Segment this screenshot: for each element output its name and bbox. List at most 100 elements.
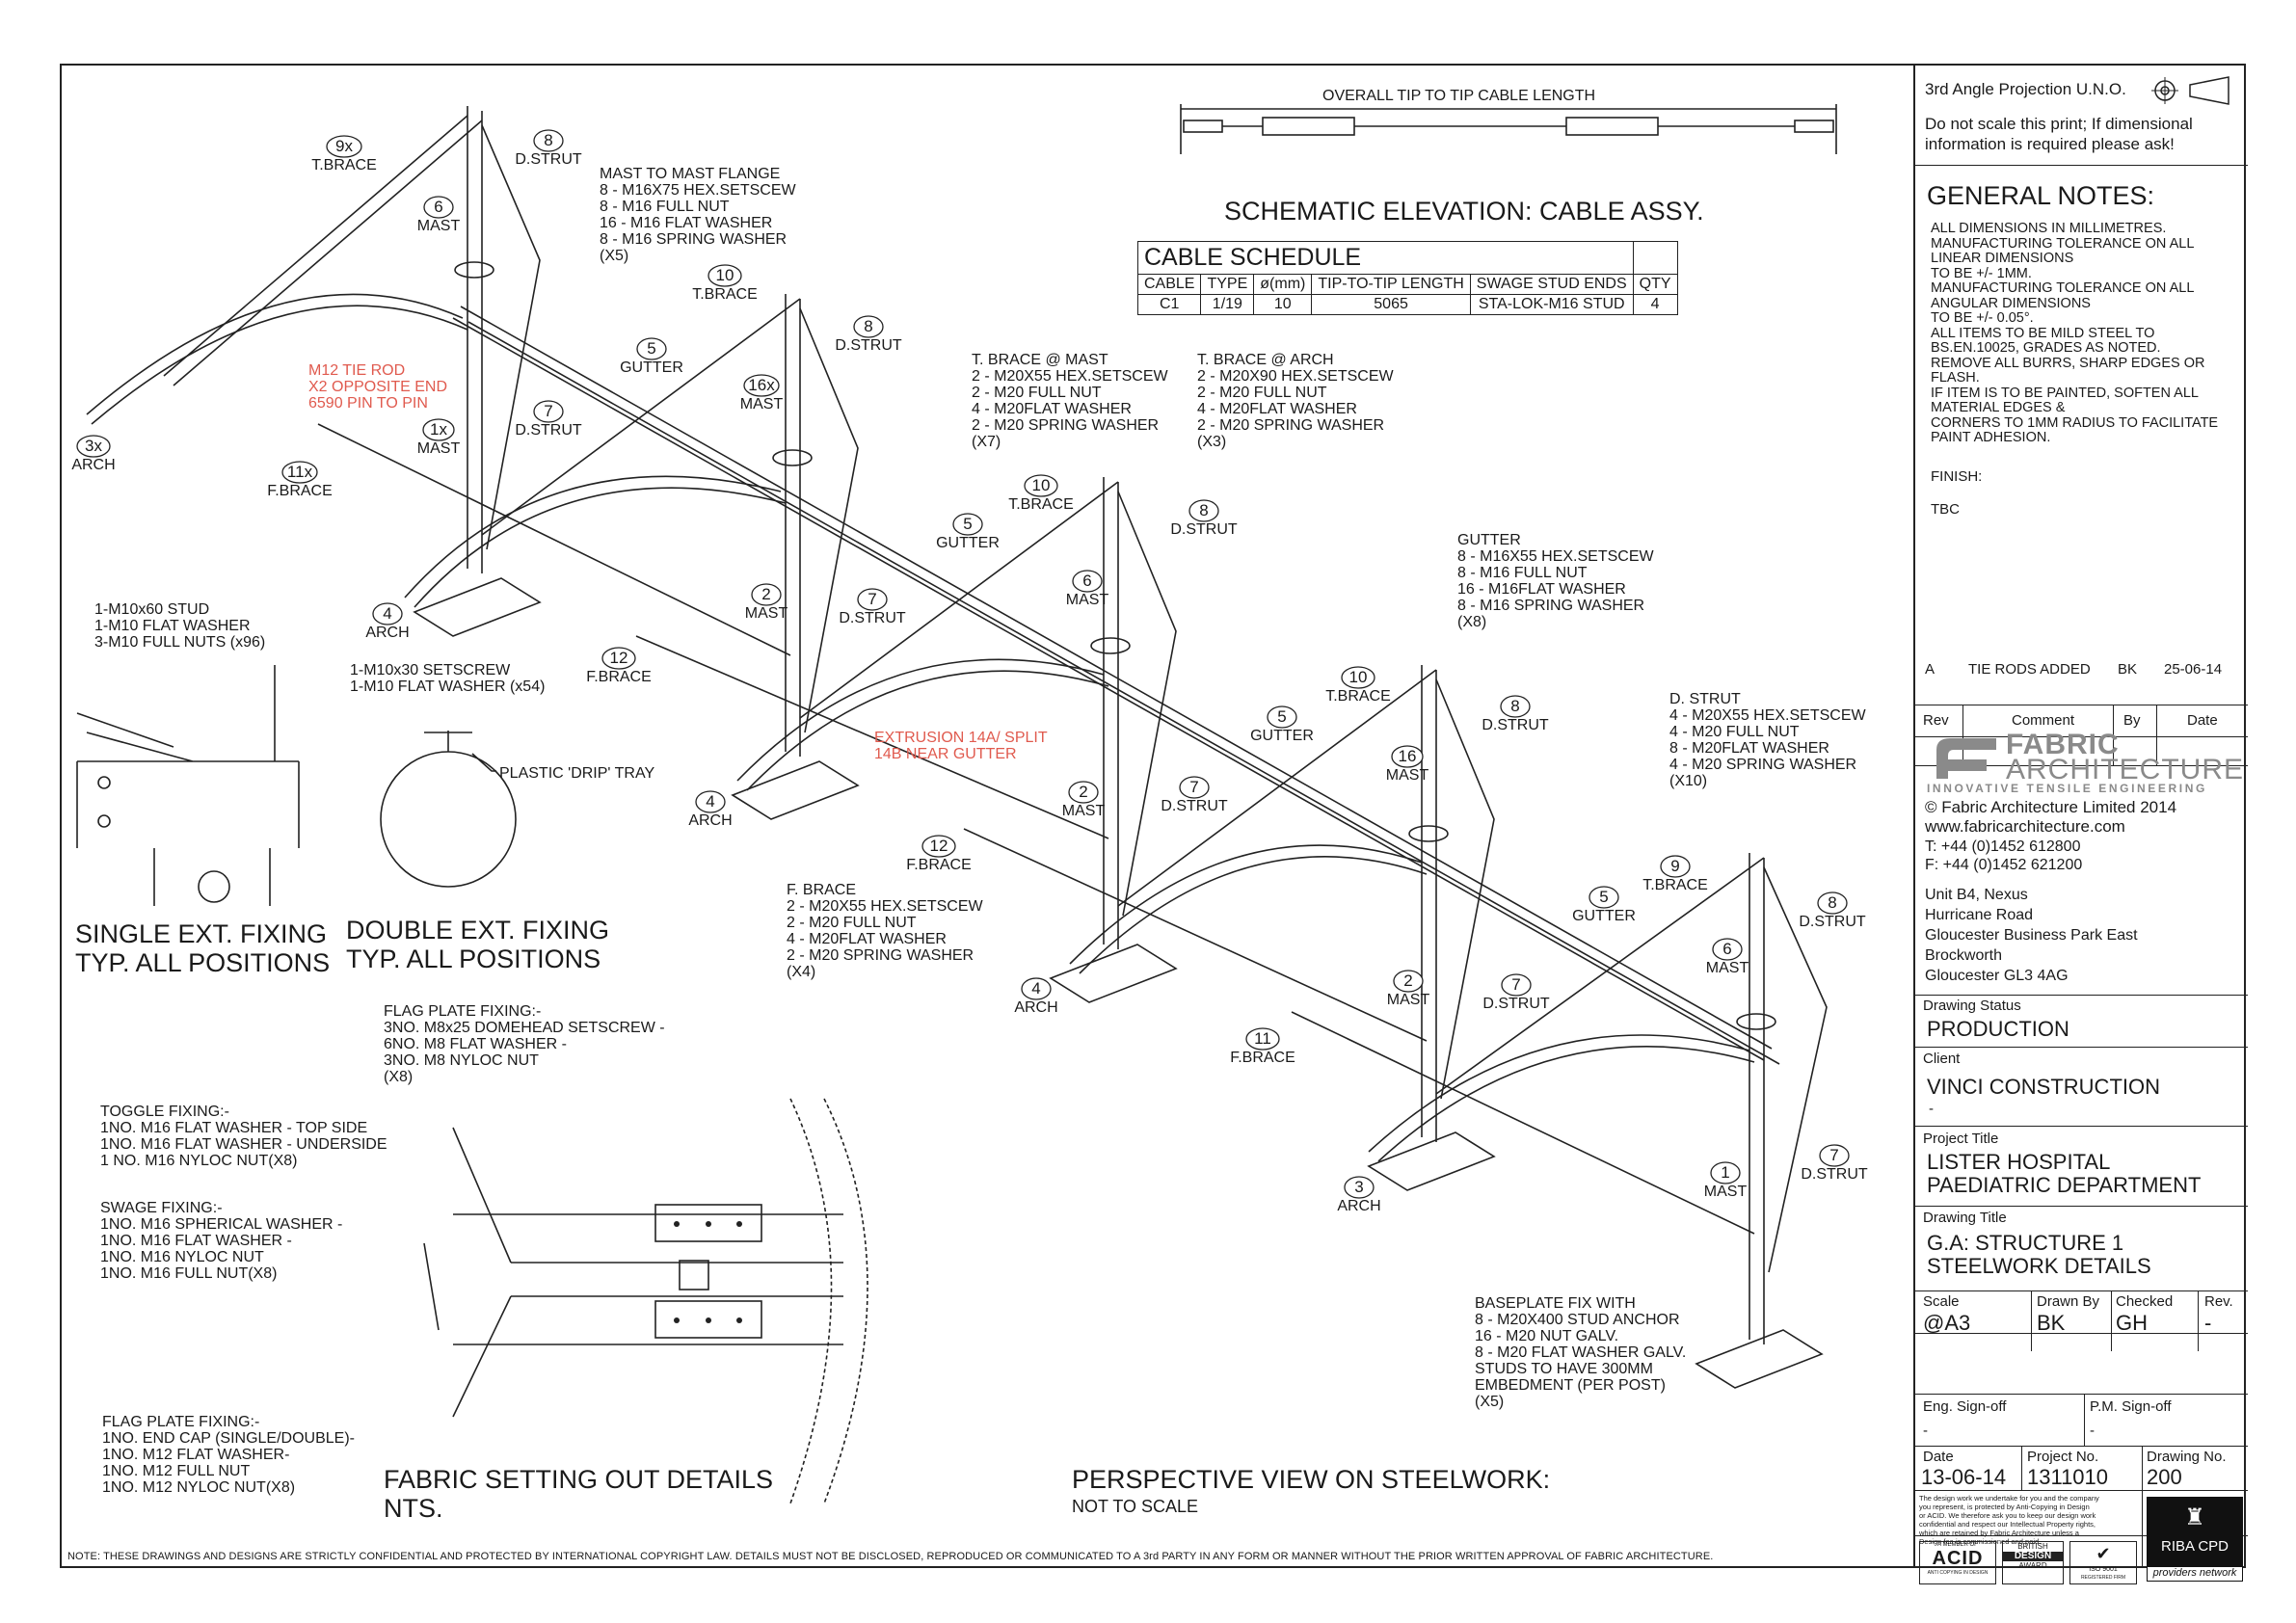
text-line: TO BE +/- 0.05°. xyxy=(1931,310,2034,326)
riba-line1: RIBA CPD xyxy=(2160,1538,2229,1555)
part-name: T.BRACE xyxy=(1008,496,1074,513)
text-line: IF ITEM IS TO BE PAINTED, SOFTEN ALL xyxy=(1931,385,2199,401)
finish-label: FINISH: xyxy=(1931,468,1983,485)
text-line: information is required please ask! xyxy=(1925,135,2175,153)
part-name: D.STRUT xyxy=(1482,717,1549,733)
part-number: 9 xyxy=(1670,857,1680,875)
text-line: 1-M10x60 STUD xyxy=(94,601,210,618)
iso-9001-badge: ✔ ISO 9001 REGISTERED FIRM xyxy=(2069,1541,2137,1584)
text-line: MANUFACTURING TOLERANCE ON ALL xyxy=(1931,235,2195,252)
pm-signoff-value: - xyxy=(2090,1423,2095,1439)
part-name: GUTTER xyxy=(620,359,683,376)
part-number: 5 xyxy=(1277,707,1287,726)
text-line: (x4) xyxy=(787,964,816,980)
pm-signoff-label: P.M. Sign-off xyxy=(2090,1398,2172,1415)
part-name: MAST xyxy=(739,396,784,412)
header-cell: TIP-TO-TIP LENGTH xyxy=(1311,274,1471,295)
part-name: T.BRACE xyxy=(311,157,377,173)
text-line: 6590 PIN TO PIN xyxy=(308,395,428,412)
text-line: Brockworth xyxy=(1925,947,2003,964)
part-number: 6 xyxy=(1082,572,1092,590)
part-number: 5 xyxy=(963,515,973,533)
acid-legal-text: The design work we undertake for you and… xyxy=(1919,1494,2136,1546)
revision-comment: TIE RODS ADDED xyxy=(1968,661,2091,678)
acid-badge-top: A MEMBER OF xyxy=(1937,1542,1978,1548)
projection-symbol-icon xyxy=(2151,76,2229,105)
part-number: 11x xyxy=(286,463,313,481)
drawing-frame xyxy=(60,64,2246,1568)
text-line: 4 - M20FLAT WASHER xyxy=(787,931,947,947)
text-line: 1NO. M12 FULL NUT xyxy=(102,1463,251,1479)
by-header: By xyxy=(2123,712,2141,729)
cell: 1/19 xyxy=(1200,294,1255,315)
flag-plate-top-note: FLAG PLATE FIXING:-3NO. M8x25 DOMEHEAD S… xyxy=(384,1003,665,1085)
general-notes-list: ALL DIMENSIONS IN MILLIMETRES.MANUFACTUR… xyxy=(1931,221,2219,446)
perspective-title: PERSPECTIVE VIEW ON STEELWORK: xyxy=(1072,1465,1551,1494)
text-line: 3-M10 FULL NUTS (x96) xyxy=(94,634,266,651)
finish-value: TBC xyxy=(1931,501,1960,518)
scale-label: Scale xyxy=(1923,1293,1960,1310)
text-line: CORNERS TO 1mm RADIUS TO FACILITATE xyxy=(1931,414,2219,431)
part-name: GUTTER xyxy=(936,535,1000,551)
part-number: 12 xyxy=(609,649,628,667)
text-line: STUDS TO HAVE 300mm xyxy=(1475,1361,1653,1377)
header-cell: ø(mm) xyxy=(1253,274,1313,295)
text-line: T. BRACE @ MAST xyxy=(972,352,1108,368)
cable-schedule-table: CABLE SCHEDULE CABLE TYPE ø(mm) TIP-TO-T… xyxy=(1136,241,1678,315)
part-number: 16 xyxy=(1398,747,1417,765)
part-number: 12 xyxy=(929,837,948,855)
part-number: 4 xyxy=(1031,979,1041,998)
checked-value: GH xyxy=(2116,1311,2148,1335)
cell: STA-LOK-M16 STUD xyxy=(1469,294,1634,315)
text-line: REMOVE ALL BURRS, SHARP EDGES OR xyxy=(1931,355,2205,371)
cell: 10 xyxy=(1253,294,1313,315)
text-line: BS.EN.10025, GRADES AS NOTED. xyxy=(1931,340,2161,356)
part-number: 7 xyxy=(1511,975,1521,994)
text-line: 1-M10x30 SETSCREW xyxy=(350,662,511,678)
rev-value: - xyxy=(2204,1311,2212,1335)
part-number: 11 xyxy=(1254,1029,1271,1048)
text-line: 1NO. M16 FULL NUT(X8) xyxy=(100,1265,278,1282)
part-number: 6 xyxy=(1722,940,1732,958)
text-line: 1NO. END CAP (SINGLE/DOUBLE)- xyxy=(102,1430,355,1447)
text-line: EMBEDMENT (PER POST) xyxy=(1475,1377,1666,1394)
text-line: Unit B4, Nexus xyxy=(1925,887,2028,903)
text-line: 1NO. M16 SPHERICAL WASHER - xyxy=(100,1216,343,1233)
part-name: D.STRUT xyxy=(1482,996,1550,1012)
part-number: 8 xyxy=(864,317,873,335)
text-line: 16 - M16 FLAT WASHER xyxy=(600,215,773,231)
text-line: 1-M10 FLAT WASHER (x54) xyxy=(350,678,546,695)
part-name: D.STRUT xyxy=(1170,521,1238,538)
part-number: 3 xyxy=(1354,1178,1364,1196)
text-line: BASEPLATE FIX WITH xyxy=(1475,1295,1636,1312)
part-number: 1x xyxy=(430,420,447,439)
text-line: PAINT ADHESION. xyxy=(1931,430,2051,445)
text-line: (X8) xyxy=(384,1069,414,1085)
part-number: 4 xyxy=(383,604,392,623)
text-line: FLAG PLATE FIXING:- xyxy=(384,1003,542,1020)
table-row: CABLE TYPE ø(mm) TIP-TO-TIP LENGTH SWAGE… xyxy=(1136,274,1678,295)
company-website-link[interactable]: www.fabricarchitecture.com xyxy=(1925,817,2125,836)
comment-header: Comment xyxy=(2012,712,2075,729)
text-line: TYP. ALL POSITIONS xyxy=(346,945,601,973)
part-number: 3x xyxy=(85,437,102,455)
text-line: The design work we undertake for you and… xyxy=(1919,1494,2099,1503)
riba-providers: providers network xyxy=(2147,1566,2243,1582)
text-line: 2 - M20 SPRING WASHER xyxy=(1197,417,1385,434)
text-line: 1NO. M16 FLAT WASHER - UNDERSIDE xyxy=(100,1136,387,1153)
drawn-by-label: Drawn By xyxy=(2037,1293,2100,1310)
confidentiality-footer: NOTE: THESE DRAWINGS AND DESIGNS ARE STR… xyxy=(67,1551,1714,1562)
text-line: 16 - M20 NUT GALV. xyxy=(1475,1328,1619,1344)
text-line: (x8) xyxy=(1457,614,1487,630)
text-line: or ACID. We therefore ask you to keep ou… xyxy=(1919,1511,2096,1520)
text-line: GUTTER xyxy=(1457,532,1521,548)
part-name: D.STRUT xyxy=(515,422,582,439)
text-line: 1NO. M12 NYLOC NUT(X8) xyxy=(102,1479,296,1496)
part-name: T.BRACE xyxy=(1325,688,1391,705)
